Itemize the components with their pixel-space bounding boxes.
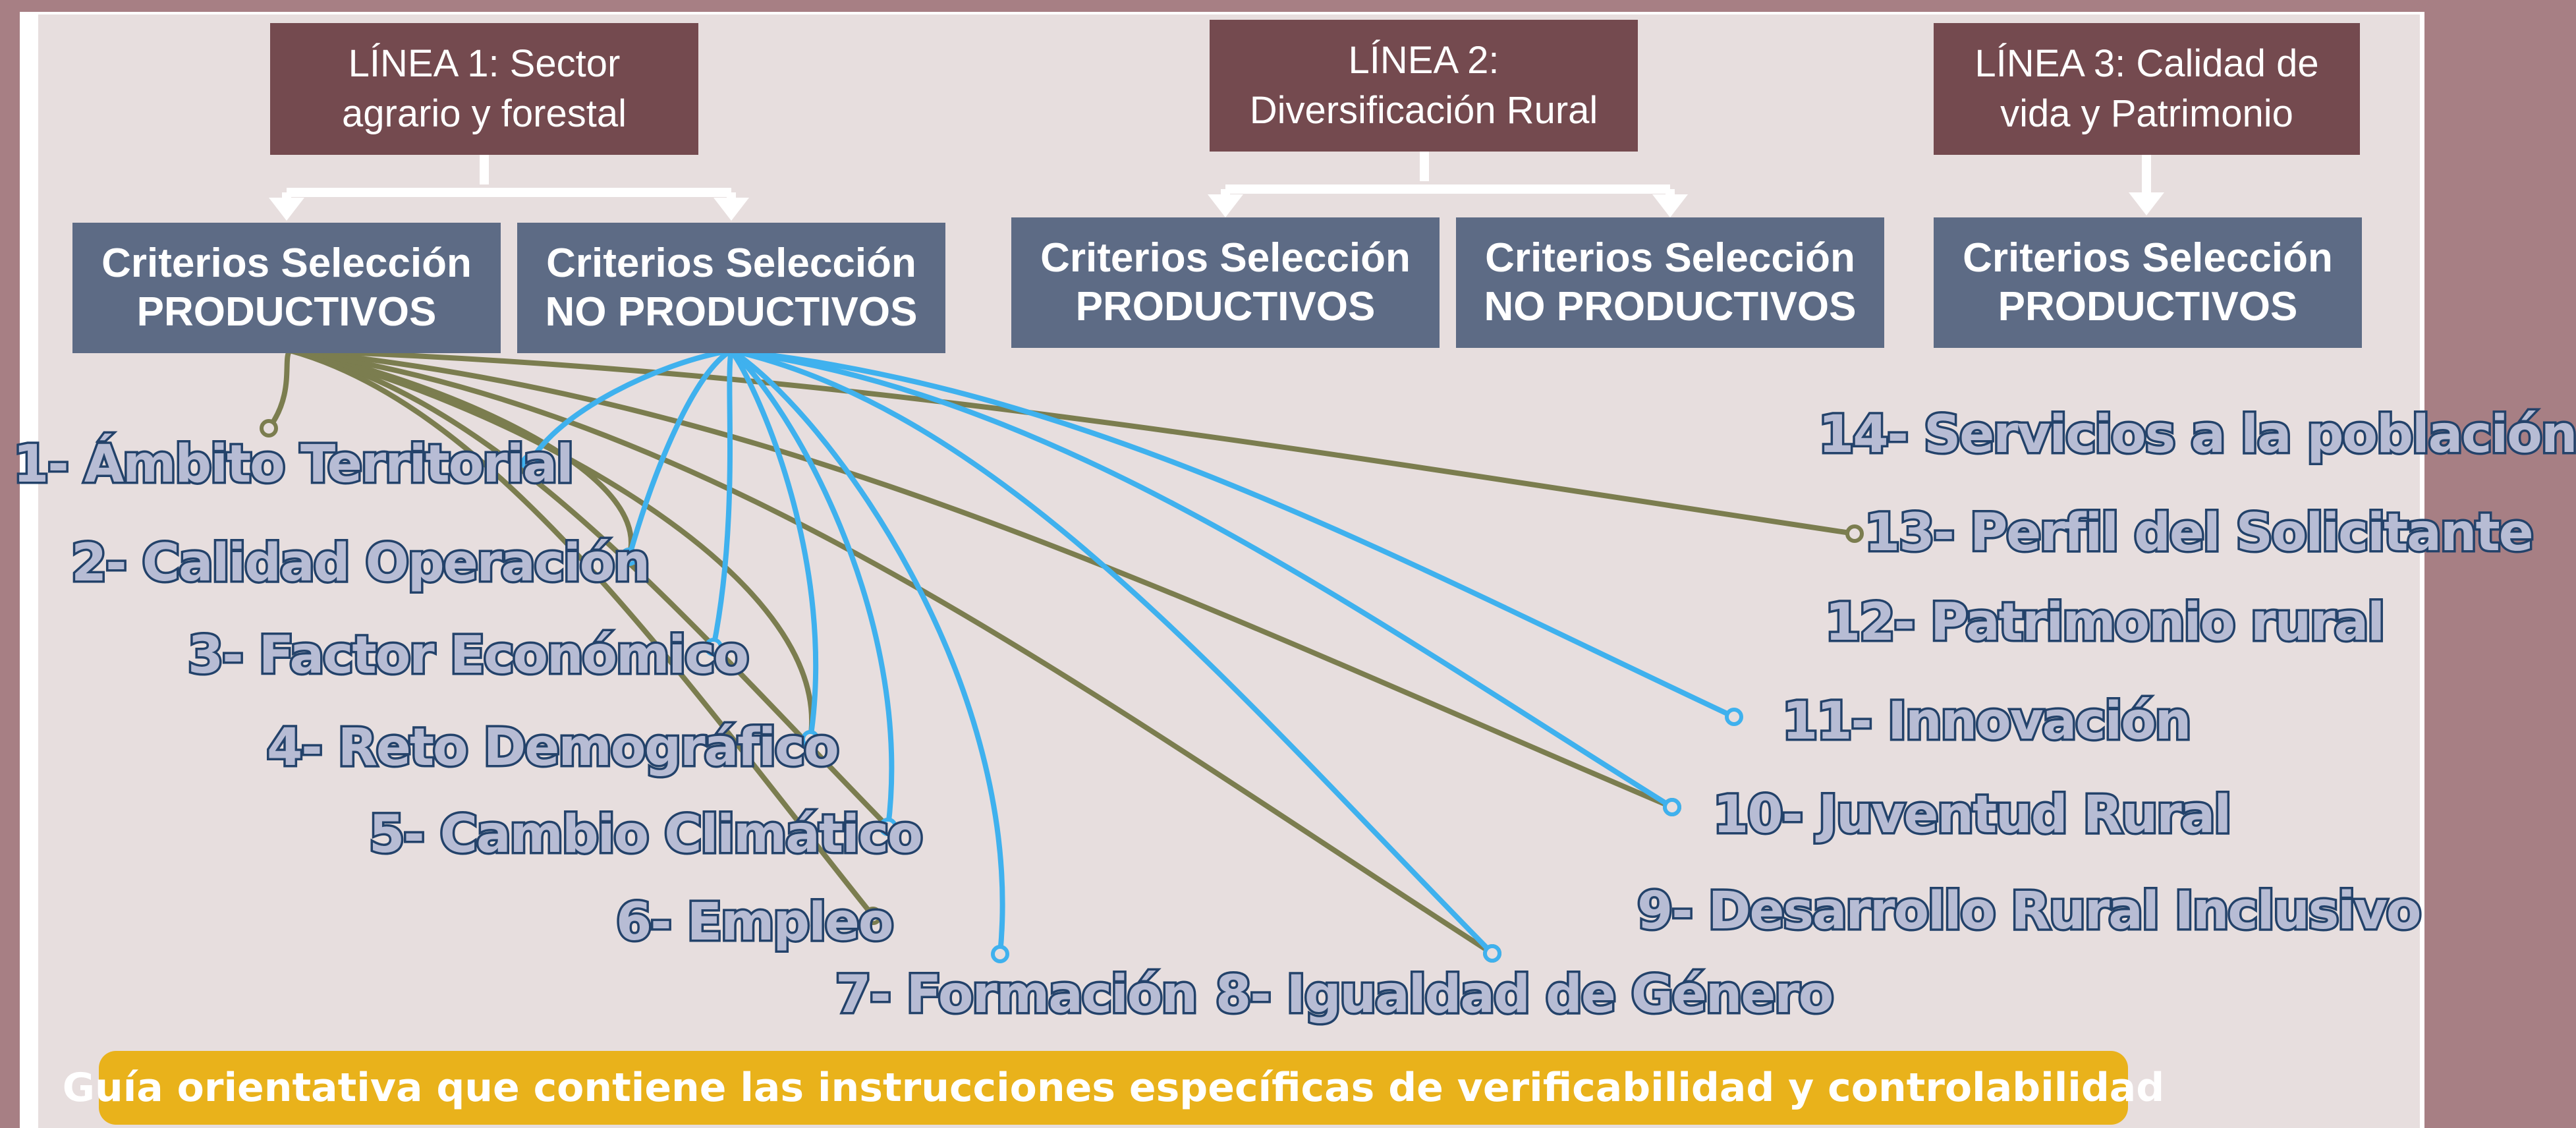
linea-3-header: LÍNEA 3: Calidad de vida y Patrimonio [1934, 23, 2360, 155]
criterios-productivos-l2: Criterios Selección PRODUCTIVOS [1011, 217, 1440, 348]
linea-1-connector [282, 152, 736, 204]
box-line1: Criterios Selección [546, 240, 916, 286]
non-productive-link-11-endpoint [1725, 708, 1743, 726]
criteria-links [260, 348, 1864, 963]
productive-link-5 [289, 348, 890, 829]
box-line1: Criterios Selección [1963, 235, 2333, 281]
non-productive-link-3 [711, 350, 734, 648]
header-arrowheads [269, 192, 2164, 221]
criterion-6: 6- Empleo [613, 891, 895, 955]
diagram-canvas: LÍNEA 1: Sector agrario y forestal LÍNEA… [11, 12, 2576, 1128]
non-productive-link-7 [729, 348, 1005, 955]
non-productive-link-8-endpoint [1483, 944, 1501, 963]
productive-link-6-endpoint [864, 907, 882, 925]
non-productive-link-10-endpoint [1663, 798, 1681, 816]
criterion-4: 4- Reto Demográfico [265, 716, 842, 780]
non-productive-link-2-endpoint [620, 548, 638, 566]
non-productive-link-3-endpoint [704, 638, 723, 656]
criterion-14: 14- Servicios a la población [1816, 403, 2576, 467]
criterion-3: 3- Factor Económico [186, 624, 752, 688]
productive-link-6 [289, 348, 876, 918]
criterion-8: 8- Igualdad de Género [1213, 963, 1835, 1027]
arrowhead [269, 198, 304, 221]
non-productive-link-4 [729, 349, 819, 740]
connector-layer [260, 148, 2164, 963]
guide-banner: Guía orientativa que contiene las instru… [63, 1051, 2164, 1125]
non-productive-link-10 [731, 348, 1674, 810]
productive-link-13-endpoint [1845, 524, 1864, 543]
arrowhead [1652, 194, 1688, 217]
box-line2: NO PRODUCTIVOS [1484, 284, 1857, 329]
criterion-2: 2- Calidad Operación [69, 532, 653, 596]
box-line2: NO PRODUCTIVOS [545, 289, 918, 335]
non-productive-link-5 [729, 348, 895, 828]
linea-1-header: LÍNEA 1: Sector agrario y forestal [270, 23, 698, 155]
header-connectors [282, 148, 2151, 204]
criterion-10: 10- Juventud Rural [1710, 783, 2233, 847]
arrowhead [714, 198, 749, 221]
linea-2-connector [1221, 148, 1675, 201]
non-productive-link-11 [731, 348, 1735, 719]
productive-link-1 [266, 349, 293, 430]
criterios-productivos-l3: Criterios Selección PRODUCTIVOS [1934, 217, 2362, 348]
productive-link-1-endpoint [260, 419, 278, 437]
non-productive-link-1 [528, 348, 732, 464]
criterios-no-productivos-l2: Criterios Selección NO PRODUCTIVOS [1456, 217, 1884, 348]
box-line1: Criterios Selección [1040, 235, 1411, 281]
criterion-12: 12- Patrimonio rural [1823, 591, 2388, 655]
non-productive-link-2 [627, 348, 733, 558]
non-productive-link-5-endpoint [879, 818, 897, 836]
box-line1: Criterios Selección [101, 240, 472, 286]
criterios-no-productivos-l1: Criterios Selección NO PRODUCTIVOS [517, 223, 945, 353]
linea-2-header: LÍNEA 2: Diversificación Rural [1210, 20, 1638, 152]
non-productive-link-1-endpoint [521, 453, 540, 472]
non-productive-link-4-endpoint [801, 730, 820, 748]
arrowhead [2129, 192, 2164, 215]
criterion-5: 5- Cambio Climático [367, 803, 926, 867]
non-productive-link-8 [731, 348, 1494, 955]
criterion-13: 13- Perfil del Solicitante [1862, 501, 2536, 565]
non-productive-link-7-endpoint [991, 945, 1009, 963]
criterios-productivos-l1: Criterios Selección PRODUCTIVOS [72, 223, 501, 353]
arrowhead [1208, 194, 1243, 217]
productive-link-4 [289, 348, 814, 740]
criterion-7: 7- Formación [833, 963, 1200, 1027]
box-line2: PRODUCTIVOS [1998, 284, 2298, 329]
criterion-9: 9- Desarrollo Rural Inclusivo [1635, 880, 2423, 944]
box-line2: PRODUCTIVOS [1075, 284, 1376, 329]
box-line2: PRODUCTIVOS [136, 289, 437, 335]
productive-link-10 [289, 348, 1673, 810]
box-line1: Criterios Selección [1485, 235, 1855, 281]
productive-link-8 [289, 348, 1494, 956]
criterion-11: 11- Innovación [1779, 690, 2193, 754]
criterion-1: 1- Ámbito Territorial [11, 433, 576, 497]
productive-link-13 [289, 348, 1855, 536]
